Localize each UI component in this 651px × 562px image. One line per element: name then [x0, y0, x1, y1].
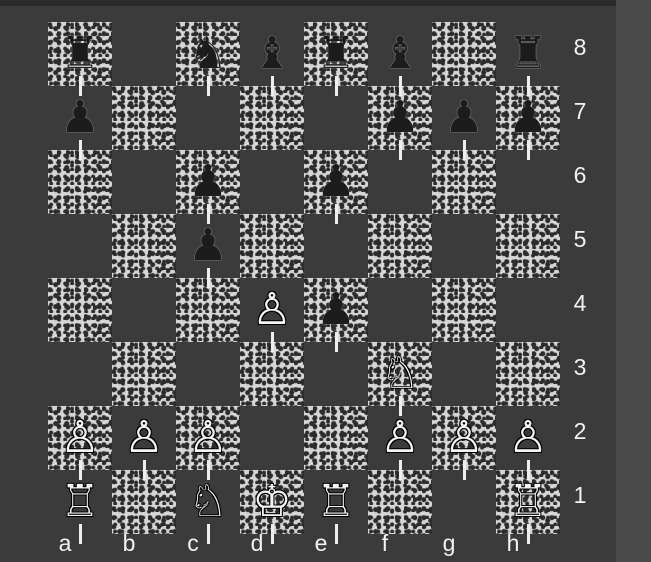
piece-stem-line — [207, 76, 210, 96]
rank-label-5: 5 — [565, 226, 595, 253]
top-border — [0, 0, 651, 6]
square-f4[interactable] — [368, 278, 432, 342]
square-b7[interactable] — [112, 86, 176, 150]
piece-stem-line — [271, 332, 274, 352]
piece-stem-line — [335, 76, 338, 96]
square-a3[interactable] — [48, 342, 112, 406]
square-d2[interactable] — [240, 406, 304, 470]
square-b3[interactable] — [112, 342, 176, 406]
piece-stem-line — [399, 140, 402, 160]
square-g5[interactable] — [432, 214, 496, 278]
rank-label-3: 3 — [565, 354, 595, 381]
square-b6[interactable] — [112, 150, 176, 214]
file-label-c: c — [178, 530, 208, 557]
square-f5[interactable] — [368, 214, 432, 278]
rank-label-8: 8 — [565, 34, 595, 61]
square-a4[interactable] — [48, 278, 112, 342]
square-h4[interactable] — [496, 278, 560, 342]
piece-stem-line — [335, 332, 338, 352]
square-c3[interactable] — [176, 342, 240, 406]
file-label-g: g — [434, 530, 464, 557]
square-a5[interactable] — [48, 214, 112, 278]
piece-stem-line — [271, 76, 274, 96]
piece-stem-line — [463, 460, 466, 480]
file-label-b: b — [114, 530, 144, 557]
square-b8[interactable] — [112, 22, 176, 86]
file-label-h: h — [498, 530, 528, 557]
rank-label-6: 6 — [565, 162, 595, 189]
piece-stem-line — [79, 140, 82, 160]
piece-stem-line — [399, 460, 402, 480]
square-g8[interactable] — [432, 22, 496, 86]
square-g3[interactable] — [432, 342, 496, 406]
piece-stem-line — [207, 268, 210, 288]
file-label-f: f — [370, 530, 400, 557]
rank-label-7: 7 — [565, 98, 595, 125]
file-label-e: e — [306, 530, 336, 557]
piece-stem-line — [143, 460, 146, 480]
piece-stem-line — [463, 140, 466, 160]
chess-board[interactable]: ♜♞♝♜♝♜♟♟♟♟♟♟♟♙♟♘♙♙♙♙♙♙♖♘♔♖♖ — [48, 22, 560, 534]
right-margin-band — [616, 0, 651, 562]
rank-label-1: 1 — [565, 482, 595, 509]
square-e2[interactable] — [304, 406, 368, 470]
file-label-a: a — [50, 530, 80, 557]
square-b5[interactable] — [112, 214, 176, 278]
square-h3[interactable] — [496, 342, 560, 406]
square-b4[interactable] — [112, 278, 176, 342]
square-d5[interactable] — [240, 214, 304, 278]
square-g4[interactable] — [432, 278, 496, 342]
square-d6[interactable] — [240, 150, 304, 214]
rank-label-2: 2 — [565, 418, 595, 445]
file-label-d: d — [242, 530, 272, 557]
square-h5[interactable] — [496, 214, 560, 278]
rank-label-4: 4 — [565, 290, 595, 317]
piece-stem-line — [335, 204, 338, 224]
piece-stem-line — [527, 140, 530, 160]
